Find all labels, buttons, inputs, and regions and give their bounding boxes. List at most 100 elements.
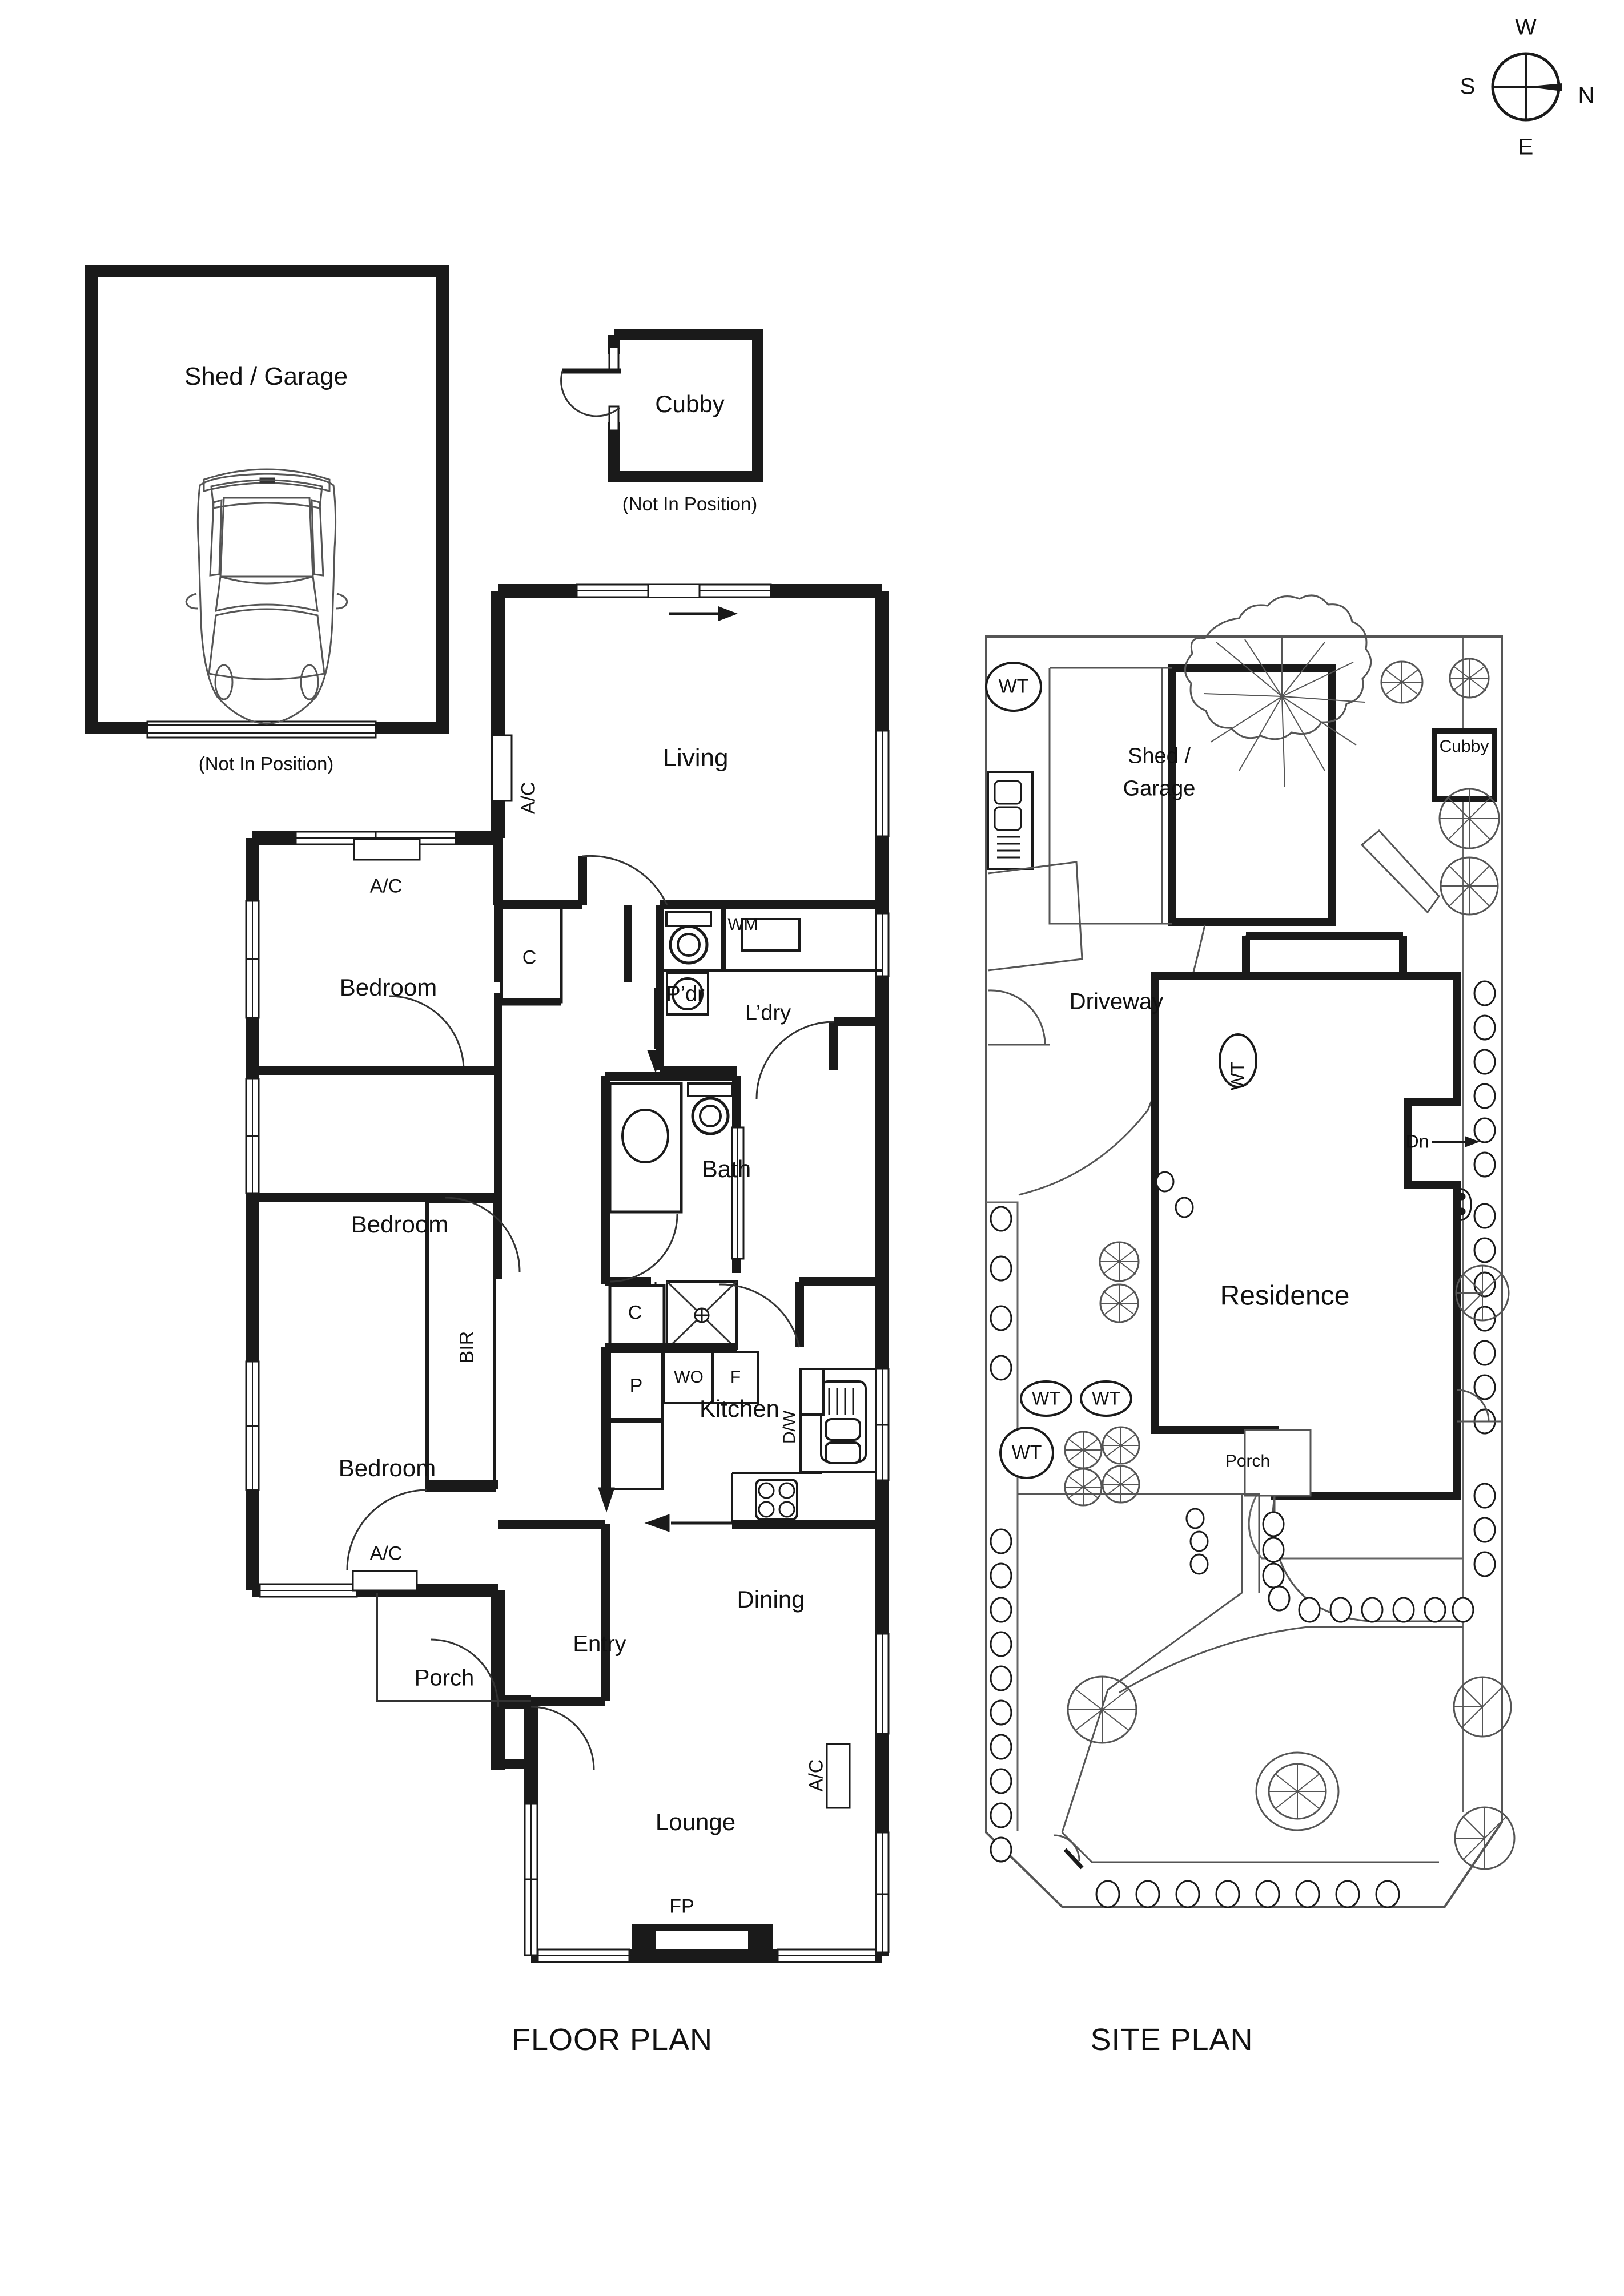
site-hedge-bottom xyxy=(1095,1880,1400,1908)
room-label-kitchen: Kitchen xyxy=(699,1395,780,1422)
site-label-cubby: Cubby xyxy=(1439,737,1489,756)
annotation-ac-living: A/C xyxy=(517,782,540,815)
window-lounge-south-right xyxy=(777,1948,877,1963)
site-wt-label-4: WT xyxy=(1092,1388,1120,1409)
site-tree-cluster-left xyxy=(1064,1241,1140,1507)
site-garden-trees xyxy=(1067,1264,1516,1870)
shed-garage-label: Shed / Garage xyxy=(184,362,348,390)
site-label-residence: Residence xyxy=(1220,1280,1350,1311)
ac-unit-living xyxy=(491,734,513,802)
site-label-driveway: Driveway xyxy=(1069,989,1164,1014)
annotation-fridge: F xyxy=(730,1368,741,1387)
annotation-dishwasher: D/W xyxy=(780,1410,799,1444)
window-bedroom3-west xyxy=(245,1360,260,1491)
room-label-entry: Entry xyxy=(573,1631,626,1657)
room-label-bedroom-3: Bedroom xyxy=(338,1455,436,1481)
cubby-detail xyxy=(560,329,763,482)
annotation-cupboard-hall: C xyxy=(522,946,537,969)
annotation-cupboard-kitchen: C xyxy=(628,1302,642,1324)
site-residence-footprint xyxy=(1151,972,1461,1500)
toilet-bath xyxy=(687,1082,734,1135)
annotation-ac-bedroom3: A/C xyxy=(369,1542,403,1565)
window-bath-east xyxy=(731,1126,745,1260)
dishwasher-box xyxy=(799,1368,825,1416)
ac-unit-bedroom1 xyxy=(353,838,421,861)
room-label-porch: Porch xyxy=(414,1665,475,1691)
site-tree-large xyxy=(1184,594,1372,787)
bathtub xyxy=(608,1082,683,1214)
annotation-washing-machine: WM xyxy=(727,915,758,934)
site-label-porch: Porch xyxy=(1225,1452,1271,1471)
site-shed-garage xyxy=(1168,664,1336,926)
kitchen-sink xyxy=(799,1368,877,1473)
room-label-lounge: Lounge xyxy=(655,1808,736,1835)
site-water-tank-2 xyxy=(1219,1033,1257,1088)
site-porch xyxy=(1244,1429,1312,1497)
floor-plan-title: FLOOR PLAN xyxy=(511,2023,713,2057)
compass-label-south: S xyxy=(1460,74,1476,99)
room-label-laundry: L’dry xyxy=(745,1001,791,1025)
site-water-tank-3 xyxy=(1020,1380,1072,1417)
fireplace xyxy=(632,1924,773,1959)
ac-unit-dining xyxy=(826,1743,851,1809)
site-hedge-left xyxy=(990,1206,1012,1863)
site-wt-label-3: WT xyxy=(1032,1388,1060,1409)
site-wt-label-1: WT xyxy=(998,675,1029,698)
room-label-bedroom-2: Bedroom xyxy=(351,1211,449,1238)
shed-garage-detail xyxy=(85,265,449,739)
site-water-tank-4 xyxy=(1080,1380,1132,1417)
site-cubby xyxy=(1432,728,1497,802)
window-living-east xyxy=(875,730,890,837)
cubby-note: (Not In Position) xyxy=(622,493,758,514)
toilet-powder xyxy=(665,911,712,965)
floor-plan-drawing xyxy=(245,583,890,1963)
ac-unit-bedroom3 xyxy=(352,1570,418,1592)
window-lounge-west xyxy=(524,1803,538,1956)
compass-label-east: E xyxy=(1518,134,1534,160)
room-label-bath: Bath xyxy=(701,1155,751,1182)
window-kitchen-east xyxy=(875,1368,890,1481)
compass-label-west: W xyxy=(1515,14,1537,40)
room-label-dining: Dining xyxy=(737,1586,805,1613)
annotation-ac-bedroom1: A/C xyxy=(369,875,403,897)
site-hedge-right xyxy=(1473,980,1496,1577)
window-bedroom1-west xyxy=(245,900,260,1019)
site-plan-title: SITE PLAN xyxy=(1090,2023,1253,2057)
site-shrub-cluster xyxy=(1380,658,1500,916)
site-wt-label-2: WT xyxy=(1227,1062,1248,1090)
pantry-box xyxy=(609,1351,664,1420)
room-label-powder: P’dr xyxy=(666,982,705,1006)
annotation-fireplace: FP xyxy=(669,1895,694,1918)
site-water-tank-5 xyxy=(999,1427,1054,1479)
cubby-label: Cubby xyxy=(655,390,725,417)
kitchen-cupboard xyxy=(609,1420,664,1490)
site-door-detail xyxy=(1457,1187,1472,1222)
annotation-ac-dining: A/C xyxy=(805,1759,827,1792)
site-hedge-residence xyxy=(1155,1171,1474,1623)
site-water-tank-1 xyxy=(985,662,1042,712)
site-label-stairs-down: Dn xyxy=(1405,1131,1429,1152)
annotation-bir: BIR xyxy=(456,1331,478,1364)
room-label-living: Living xyxy=(662,744,729,772)
window-dining-east xyxy=(875,1633,890,1735)
compass-icon xyxy=(1491,52,1562,122)
site-stairs-down-arrow xyxy=(1432,1136,1480,1147)
window-living-top xyxy=(576,583,772,621)
annotation-wall-oven: WO xyxy=(674,1368,704,1387)
window-lounge-east xyxy=(875,1831,890,1953)
site-label-shed-garage-line2: Garage xyxy=(1123,776,1196,801)
room-label-bedroom-1: Bedroom xyxy=(339,974,437,1001)
basin-powder xyxy=(666,972,709,1016)
laundry-trough xyxy=(741,918,801,952)
window-lounge-south-left xyxy=(537,1948,630,1963)
window-laundry-east xyxy=(875,912,890,977)
site-wt-label-5: WT xyxy=(1011,1441,1042,1464)
site-label-shed-garage-line1: Shed / xyxy=(1128,744,1191,768)
fridge-box xyxy=(711,1351,759,1404)
shed-garage-note: (Not In Position) xyxy=(198,753,334,774)
flow-arrows xyxy=(598,988,732,1532)
annotation-pantry: P xyxy=(629,1375,643,1397)
wall-oven-box xyxy=(663,1351,714,1404)
